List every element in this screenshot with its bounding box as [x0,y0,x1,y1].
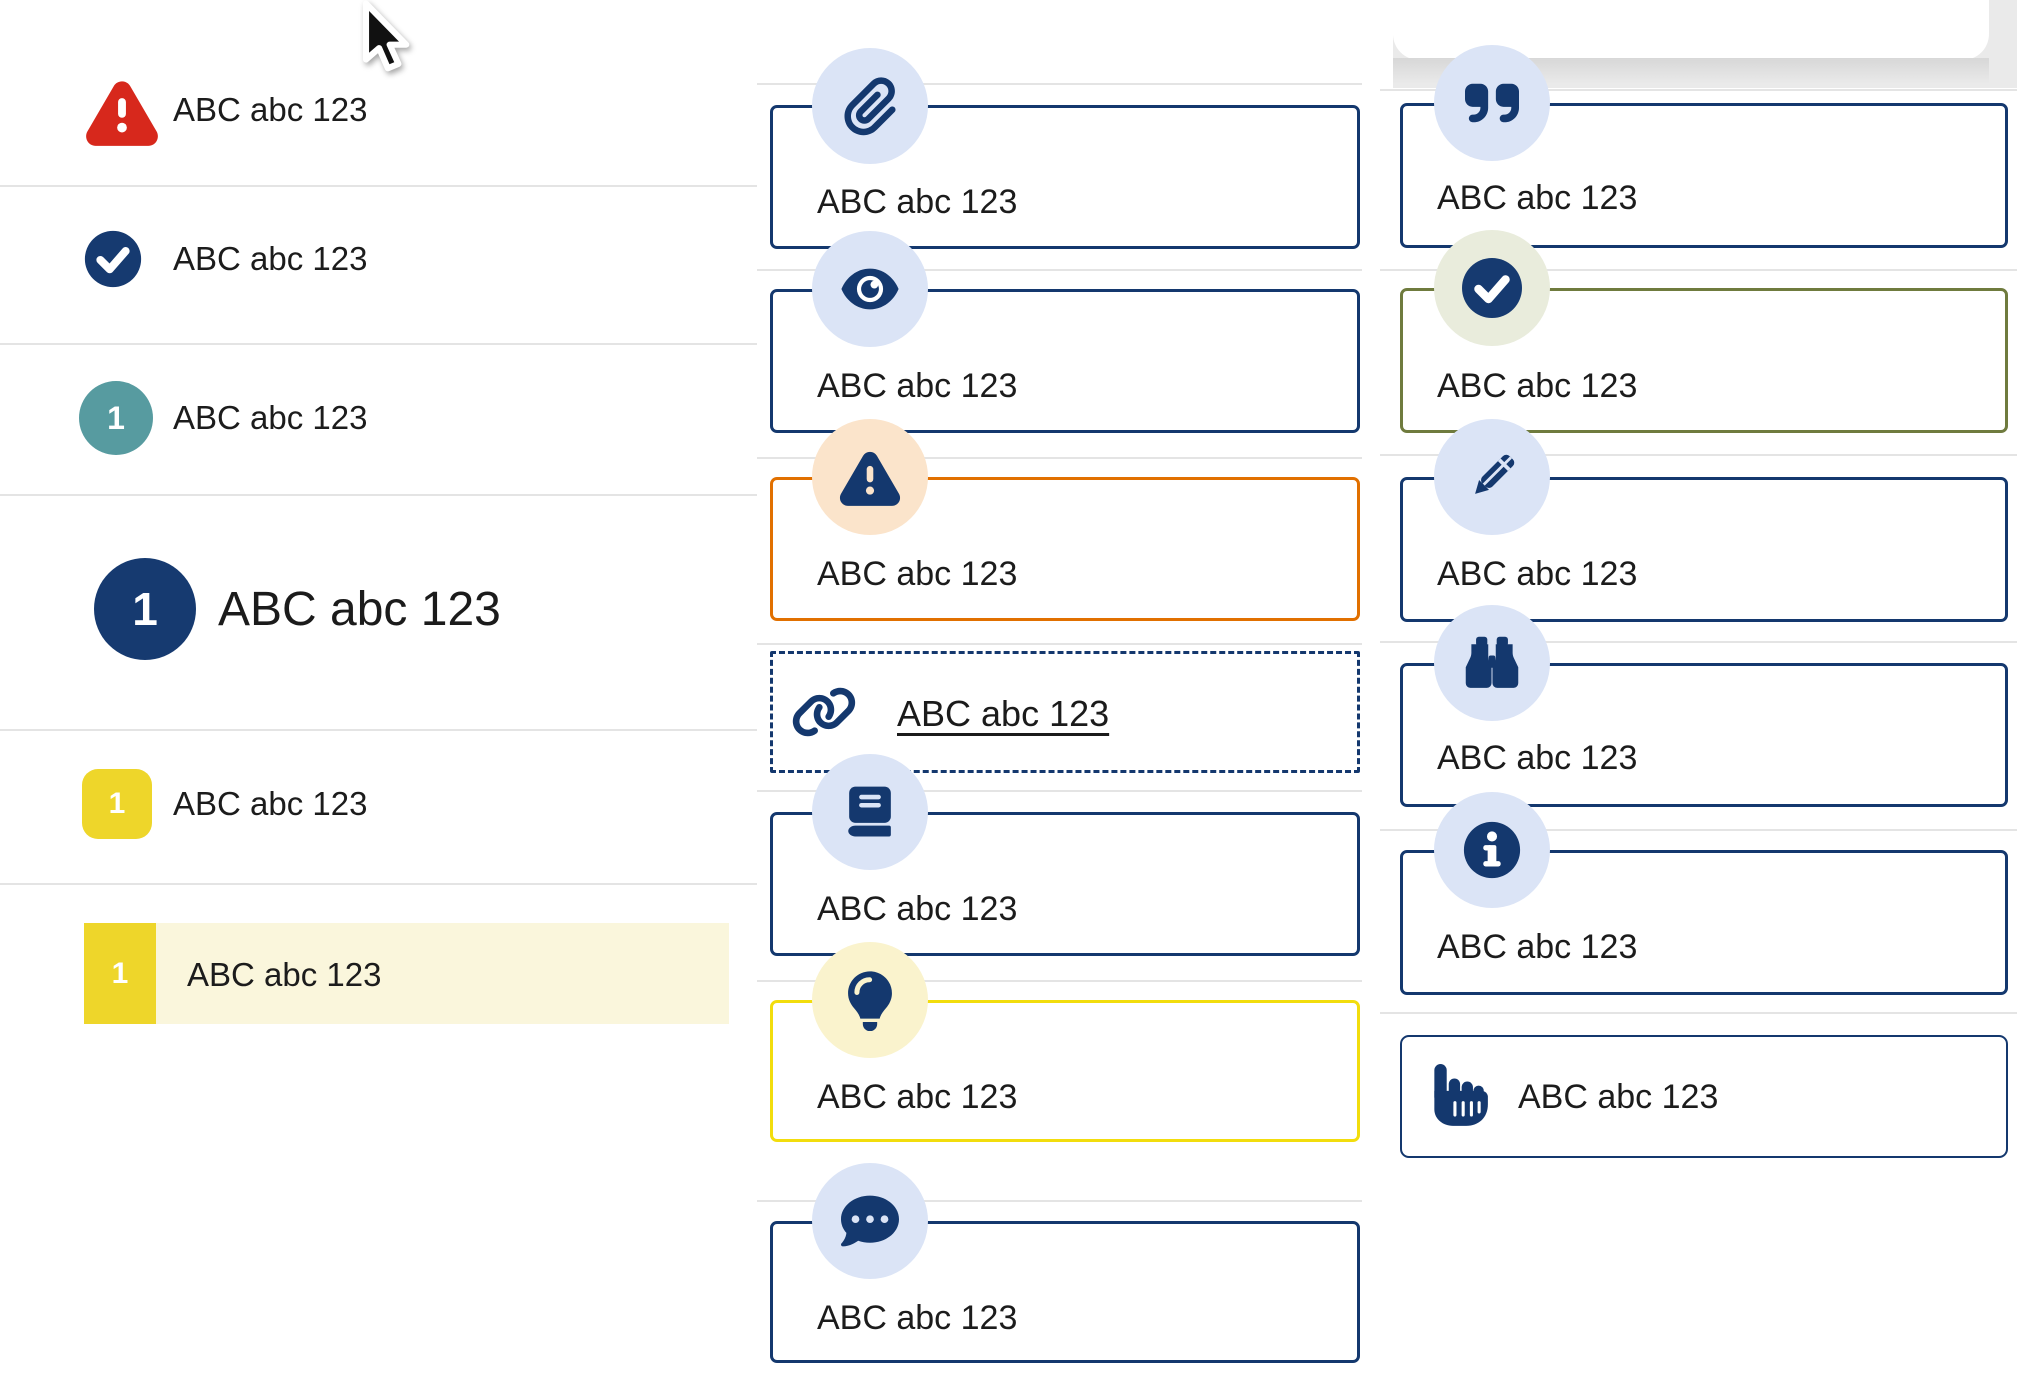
icon-circle [812,419,928,535]
list-item-label: ABC abc 123 [173,91,368,128]
callout-label: ABC abc 123 [817,1078,1018,1116]
list-item-label: ABC abc 123 [187,956,382,993]
divider [1380,269,2017,271]
icon-circle [1434,605,1550,721]
step-number-badge: 1 [94,558,196,660]
check-circle-icon [84,230,142,288]
callout-label: ABC abc 123 [1437,179,1638,217]
callout-action [1400,1035,2008,1158]
icon-circle [812,1163,928,1279]
step-number-badge: 1 [79,381,153,455]
warning-triangle-icon [839,451,901,506]
list-item-label: ABC abc 123 [173,785,368,822]
divider [757,83,1362,85]
divider [757,790,1362,792]
step-number-badge: 1 [82,769,152,839]
callout-label: ABC abc 123 [1437,739,1638,777]
divider [0,729,757,731]
divider [1380,454,2017,456]
icon-circle [1434,419,1550,535]
step-number-badge: 1 [84,923,156,1024]
warning-triangle-icon [86,81,158,146]
callout-label: ABC abc 123 [1437,555,1638,593]
icon-circle [812,231,928,347]
page-title: ABC abc 123 [218,583,501,636]
icon-circle [1434,792,1550,908]
icon-circle [812,754,928,870]
info-circle-icon [1463,821,1521,879]
divider [1380,1012,2017,1014]
divider [757,457,1362,459]
divider [1380,89,2017,91]
divider [757,980,1362,982]
callout-label: ABC abc 123 [817,1299,1018,1337]
hand-point-up-icon [1434,1064,1488,1126]
book-icon [848,786,891,837]
arrow-cursor-icon [362,0,410,72]
paperclip-icon [844,77,896,136]
callout-label: ABC abc 123 [817,890,1018,928]
comment-dots-icon [840,1195,899,1247]
callout-label: ABC abc 123 [1437,928,1638,966]
link-icon [792,687,856,737]
inline-link[interactable]: ABC abc 123 [897,693,1110,734]
icon-circle [1434,45,1550,161]
highlight-background [156,923,729,1024]
icon-circle [1434,230,1550,346]
divider [0,494,757,496]
callout-label: ABC abc 123 [1437,367,1638,405]
divider [1380,641,2017,643]
lightbulb-icon [848,971,892,1031]
callout-label: ABC abc 123 [817,555,1018,593]
divider [0,883,757,885]
eye-icon [841,268,899,310]
divider [757,269,1362,271]
divider [1380,829,2017,831]
divider [757,1200,1362,1202]
callout-label: ABC abc 123 [817,183,1018,221]
binoculars-icon [1465,636,1519,688]
pencil-icon [1475,454,1515,494]
callout-label: ABC abc 123 [1518,1078,1719,1116]
icon-circle [812,942,928,1058]
icon-circle [812,48,928,164]
divider [0,185,757,187]
list-item-label: ABC abc 123 [173,399,368,436]
divider [0,343,757,345]
divider [757,643,1362,645]
callout-label: ABC abc 123 [817,367,1018,405]
quote-right-icon [1465,83,1519,123]
list-item-label: ABC abc 123 [173,240,368,277]
callout-link [770,651,1360,773]
check-circle-icon [1462,258,1522,318]
